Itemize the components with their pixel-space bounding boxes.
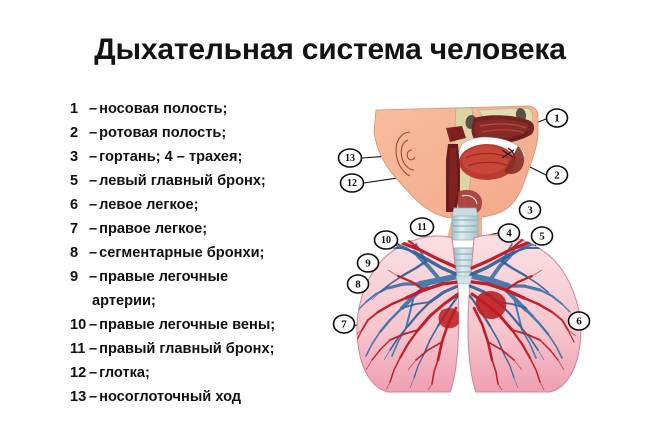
callout-marker-10[interactable]: 10: [373, 230, 399, 250]
legend-item-number: 5: [70, 173, 79, 189]
callout-marker-4[interactable]: 4: [497, 223, 521, 243]
callout-label-1: 1: [554, 113, 560, 125]
callout-marker-7[interactable]: 7: [332, 314, 356, 334]
right-lung-organ: [356, 234, 460, 393]
legend-item-9: 9–правые легочные: [70, 265, 340, 289]
legend-item-2: 2–ротовая полость;: [70, 121, 340, 145]
legend-item-number: 7: [70, 221, 79, 237]
callout-label-4: 4: [506, 228, 512, 240]
left-lung-organ: [467, 232, 582, 393]
callout-label-3: 3: [527, 205, 533, 217]
legend-item-number: 9: [70, 269, 79, 285]
page-title: Дыхательная система человека: [94, 33, 566, 66]
legend-item-10: 10–правые легочные вены;: [70, 313, 340, 337]
legend-item-text: гортань; 4 – трахея;: [99, 149, 243, 165]
callout-label-6: 6: [576, 316, 582, 328]
legend-item-text: ротовая полость;: [99, 125, 227, 141]
callout-marker-5[interactable]: 5: [530, 226, 554, 246]
legend-item-dash: –: [89, 245, 98, 261]
callout-marker-12[interactable]: 12: [339, 173, 365, 193]
legend-item-dash: –: [89, 389, 98, 405]
legend-item-1: 1–носовая полость;: [70, 97, 340, 121]
legend-item-text: носоглоточный ход: [99, 389, 242, 405]
legend-item-number: 10: [70, 317, 87, 333]
callout-label-5: 5: [539, 231, 545, 243]
callout-marker-6[interactable]: 6: [567, 311, 591, 331]
legend-item-8: 8–сегментарные бронхи;: [70, 241, 340, 265]
callout-label-11: 11: [417, 222, 426, 233]
legend-item-text: правое легкое;: [99, 221, 208, 237]
callout-label-7: 7: [341, 319, 347, 331]
callout-label-8: 8: [355, 279, 361, 291]
legend-item-dash: –: [89, 101, 98, 117]
legend-item-11: 11–правый главный бронх;: [70, 337, 340, 361]
legend-item-dash: –: [89, 125, 98, 141]
legend-item-dash: –: [89, 365, 98, 381]
legend-item-dash: –: [89, 341, 98, 357]
legend-item-text: правые легочные: [99, 269, 229, 285]
legend-item-12: 12–глотка;: [70, 361, 340, 385]
legend-item-text: правый главный бронх;: [99, 341, 275, 357]
callout-marker-11[interactable]: 11: [409, 217, 435, 237]
legend-item-text: носовая полость;: [99, 101, 228, 117]
human-respiratory-system-diagram: 1 2 3 4 5: [332, 88, 652, 406]
callout-marker-1[interactable]: 1: [545, 108, 569, 128]
callout-label-13: 13: [345, 153, 355, 164]
legend-item-13: 13–носоглоточный ход: [70, 385, 340, 409]
callout-marker-8[interactable]: 8: [346, 274, 370, 294]
callout-label-10: 10: [381, 235, 391, 246]
callout-marker-9[interactable]: 9: [356, 253, 380, 273]
legend-item-dash: –: [89, 269, 98, 285]
legend-list: 1–носовая полость;2–ротовая полость;3–го…: [70, 97, 340, 409]
callout-marker-13[interactable]: 13: [337, 148, 363, 168]
legend-item-continuation: артерии;: [92, 293, 156, 309]
legend-item-dash: –: [89, 149, 98, 165]
callout-label-9: 9: [365, 258, 371, 270]
callout-label-12: 12: [347, 178, 357, 189]
callout-marker-3[interactable]: 3: [518, 200, 542, 220]
legend-item-text: левый главный бронх;: [99, 173, 266, 189]
head-sagittal-section: [373, 105, 539, 241]
legend-item-3: 3–гортань; 4 – трахея;: [70, 145, 340, 169]
callout-marker-2[interactable]: 2: [545, 165, 569, 185]
legend-item-5: 5–левый главный бронх;: [70, 169, 340, 193]
legend-item-number: 11: [70, 341, 86, 357]
legend-item-text: глотка;: [99, 365, 150, 381]
legend-item-dash: –: [89, 197, 98, 213]
tracheal-bifurcation: [455, 275, 473, 285]
legend-item-dash: –: [89, 173, 98, 189]
legend-item-number: 6: [70, 197, 79, 213]
legend-item-text: правые легочные вены;: [99, 317, 276, 333]
legend-item-dash: –: [89, 317, 98, 333]
callout-label-2: 2: [554, 170, 560, 182]
legend-item-dash: –: [89, 221, 98, 237]
legend-item-number: 13: [70, 389, 87, 405]
callout-markers: 1 2 3 4 5: [332, 108, 591, 334]
legend-item-7: 7–правое легкое;: [70, 217, 340, 241]
legend-item-text: левое легкое;: [99, 197, 199, 213]
legend-item-number: 1: [70, 101, 79, 117]
legend-item-number: 12: [70, 365, 87, 381]
legend-item-number: 8: [70, 245, 79, 261]
legend-item-number: 2: [70, 125, 79, 141]
legend-item-text: сегментарные бронхи;: [99, 245, 265, 261]
legend-item-6: 6–левое легкое;: [70, 193, 340, 217]
legend-item-number: 3: [70, 149, 79, 165]
